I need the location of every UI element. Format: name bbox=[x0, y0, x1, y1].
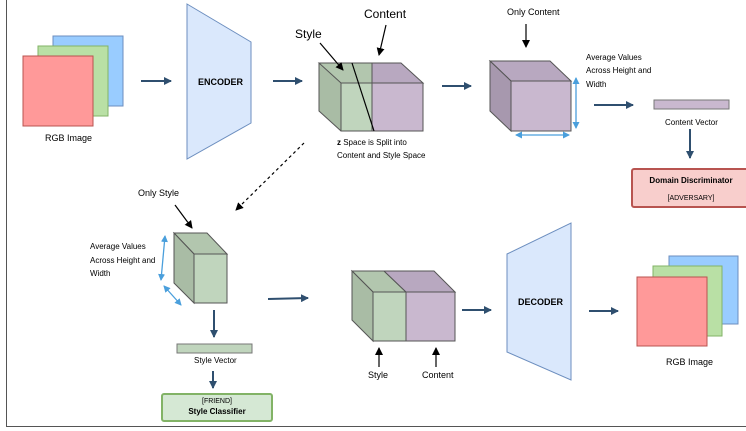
output-image-stack bbox=[636, 255, 739, 347]
decoder-trapezoid bbox=[506, 222, 572, 381]
encoder-trapezoid bbox=[186, 3, 252, 160]
only-content-label: Only Content bbox=[507, 7, 560, 17]
domain-discriminator-title: Domain Discriminator bbox=[649, 176, 733, 185]
content-average-line1: Average Values bbox=[586, 53, 642, 62]
domain-discriminator-subtitle: [ADVERSARY] bbox=[667, 195, 715, 202]
content-average-line2: Across Height and bbox=[586, 66, 652, 75]
only-style-label: Only Style bbox=[138, 188, 180, 198]
style-average-line2: Across Height and bbox=[90, 256, 156, 265]
style-average-line3: Width bbox=[90, 269, 111, 278]
top-content-label: Content bbox=[364, 7, 407, 21]
input-image-stack bbox=[22, 35, 124, 127]
content-only-cube bbox=[488, 59, 573, 133]
decoder-label: DECODER bbox=[518, 297, 564, 307]
top-style-label: Style bbox=[295, 27, 322, 41]
domain-discriminator-box: Domain Discriminator [ADVERSARY] bbox=[631, 168, 746, 208]
averaging-indicators bbox=[158, 77, 580, 306]
content-vector-bar bbox=[653, 99, 730, 110]
encoder-label: ENCODER bbox=[198, 77, 244, 87]
latent-split-caption: z Space is Split into bbox=[337, 136, 407, 150]
content-average-line3: Width bbox=[586, 80, 607, 89]
style-classifier-title: Style Classifier bbox=[188, 407, 246, 416]
diagram-frame bbox=[6, 0, 746, 427]
bottom-style-label: Style bbox=[368, 370, 389, 380]
style-only-cube bbox=[172, 231, 229, 305]
z-symbol: z bbox=[337, 138, 341, 147]
style-classifier-box: [FRIEND] Style Classifier bbox=[161, 393, 273, 422]
flow-arrows bbox=[141, 77, 694, 389]
style-vector-label: Style Vector bbox=[194, 356, 237, 365]
top-latent-cube bbox=[317, 62, 425, 132]
style-average-line1: Average Values bbox=[90, 242, 146, 251]
bottom-latent-cube bbox=[350, 269, 457, 343]
output-image-caption: RGB Image bbox=[666, 357, 714, 367]
pointer-arrows bbox=[174, 24, 530, 367]
style-classifier-subtitle: [FRIEND] bbox=[202, 398, 232, 405]
latent-split-line1: Space is Split into bbox=[341, 138, 407, 147]
style-vector-bar bbox=[176, 343, 253, 354]
latent-split-line2: Content and Style Space bbox=[337, 151, 426, 160]
bottom-content-label: Content bbox=[422, 370, 454, 380]
input-image-caption: RGB Image bbox=[45, 133, 93, 143]
content-vector-label: Content Vector bbox=[665, 118, 718, 127]
